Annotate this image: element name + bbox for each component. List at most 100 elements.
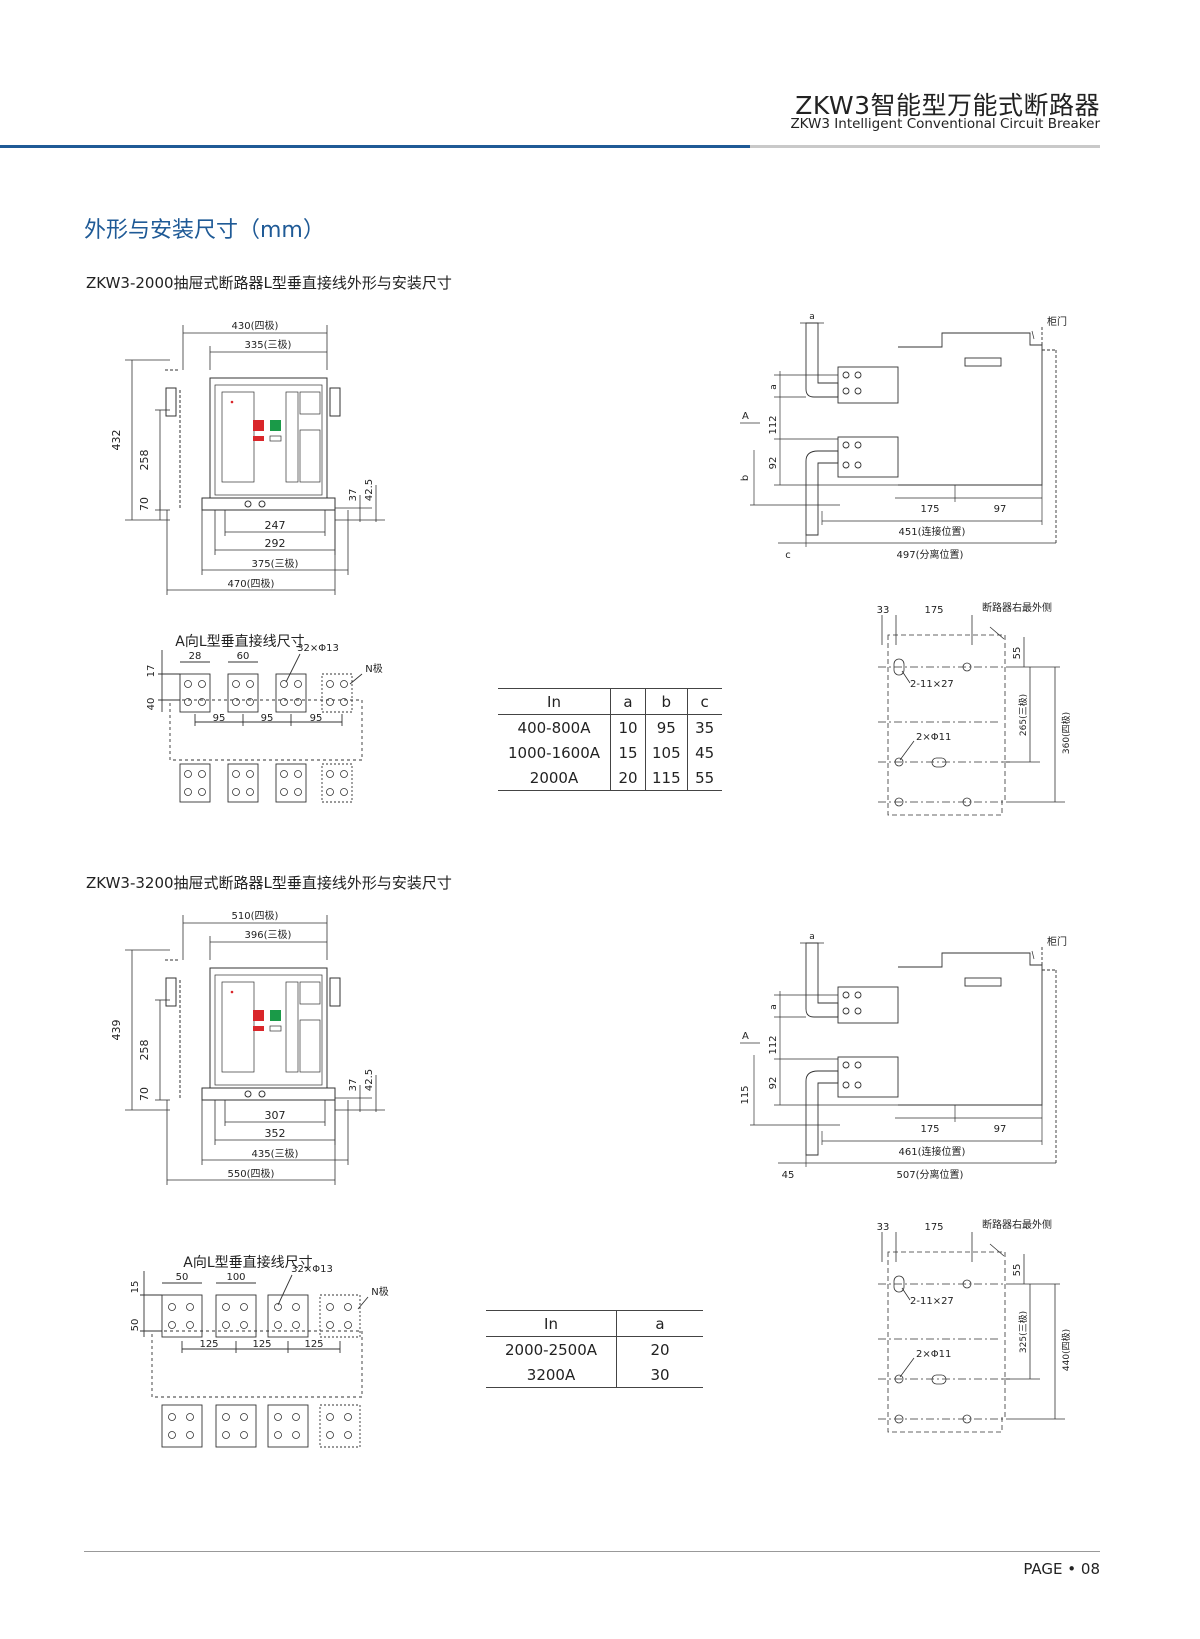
right-edge-label: 断路器右最外侧 <box>982 1218 1052 1231</box>
dim-42-5: 42.5 <box>364 1069 375 1091</box>
table-row: 400-800A 10 95 35 <box>498 714 722 740</box>
terminal-holes <box>168 1303 352 1439</box>
off-button-red-icon <box>253 420 264 431</box>
pitch-2: 125 <box>252 1339 271 1350</box>
on-button-green-icon <box>270 420 281 431</box>
col-a: a <box>610 688 646 715</box>
cell: 20 <box>610 765 646 791</box>
right-edge-label: 断路器右最外侧 <box>982 601 1052 614</box>
n-pole-label: N极 <box>371 1285 388 1298</box>
front-dimension-lines <box>125 915 385 1185</box>
dim-height-mid: 258 <box>138 450 151 471</box>
side-dim-c: 45 <box>782 1170 795 1181</box>
mount-dim-33: 33 <box>877 605 890 616</box>
slot-spec: 2-11×27 <box>910 1296 954 1307</box>
side-dim-112: 112 <box>768 1035 779 1054</box>
front-dimension-lines <box>125 325 385 595</box>
table-header-row: In a <box>486 1310 703 1337</box>
mount-dim-3pole: 325(三极) <box>1017 1311 1029 1353</box>
col-a: a <box>616 1310 703 1337</box>
front-outline <box>165 369 341 511</box>
dim-top-offset: 15 <box>130 1281 141 1294</box>
header-title-zh: ZKW3智能型万能式断路器 <box>795 91 1100 120</box>
dim-bottom-3pole: 375(三极) <box>252 557 299 570</box>
side-dim-a: a <box>809 932 815 942</box>
connect-position: 451(连接位置) <box>899 525 966 538</box>
side-dim-175: 175 <box>920 504 939 515</box>
status-blank-icon <box>269 435 282 442</box>
table-row: 3200A 30 <box>486 1362 703 1388</box>
pitch-1: 125 <box>199 1339 218 1350</box>
mount-dim-175: 175 <box>924 1222 943 1233</box>
separate-position: 507(分离位置) <box>897 1168 964 1181</box>
side-view-drawing: a 柜门 A a 112 92 b 175 97 451(连接位置) c 497… <box>740 312 1067 561</box>
dim-42-5: 42.5 <box>364 479 375 501</box>
header-title-en: ZKW3 Intelligent Conventional Circuit Br… <box>790 116 1100 132</box>
side-dim-a-vertical: a <box>769 1004 779 1010</box>
dim-width-4pole: 510(四极) <box>232 909 279 922</box>
terminal-view-drawing: A向L型垂直接线尺寸 15 50 100 32×Φ13 50 N极 125 12… <box>130 1254 389 1448</box>
terminal-view-title: A向L型垂直接线尺寸 <box>183 1254 312 1271</box>
direction-arrow-label: A <box>742 1031 749 1042</box>
header-rule-blue <box>0 145 750 148</box>
cell: 45 <box>695 743 715 762</box>
spec-table-3200: In a 2000-2500A 20 3200A 30 <box>486 1310 703 1388</box>
pitch-3: 95 <box>310 713 323 724</box>
side-dim-175: 175 <box>920 1124 939 1135</box>
status-red-icon <box>253 1026 264 1031</box>
dim-bar-height: 40 <box>146 698 157 711</box>
holes-spec: 32×Φ13 <box>291 1264 333 1275</box>
cell: 105 <box>645 740 688 765</box>
pitch-2: 95 <box>261 713 274 724</box>
dim-bar-spacing: 100 <box>226 1272 245 1283</box>
cell: 10 <box>610 714 646 740</box>
side-dim-97: 97 <box>994 504 1007 515</box>
dim-height-bottom: 70 <box>138 1087 151 1101</box>
cell: 30 <box>616 1362 703 1388</box>
hole-spec: 2×Φ11 <box>916 1349 951 1360</box>
cell: 2000A <box>498 765 611 791</box>
table-row: 2000-2500A 20 <box>486 1336 703 1362</box>
cabinet-door-label: 柜门 <box>1047 315 1067 328</box>
led-indicator-icon <box>230 400 234 404</box>
side-view-drawing: a 柜门 A a 112 92 115 175 97 461(连接位置) 45 … <box>740 932 1067 1181</box>
mounting-view-drawing: 33 175 断路器右最外侧 55 2-11×27 2×Φ11 325(三极) … <box>877 1218 1072 1433</box>
dim-width-3pole: 396(三极) <box>245 928 292 941</box>
dim-bottom-1: 247 <box>265 519 286 532</box>
mount-dim-4pole: 360(四极) <box>1060 712 1072 754</box>
mount-dim-55: 55 <box>1012 1264 1023 1277</box>
side-dim-a-vertical: a <box>769 384 779 390</box>
dim-height-mid: 258 <box>138 1040 151 1061</box>
drawing1-subtitle: ZKW3-2000抽屉式断路器L型垂直接线外形与安装尺寸 <box>86 274 452 292</box>
mount-outline <box>878 615 1065 816</box>
terminal-holes <box>184 680 348 796</box>
dim-bar-width: 28 <box>189 651 202 662</box>
on-button-green-icon <box>270 1010 281 1021</box>
terminal-view-title: A向L型垂直接线尺寸 <box>175 633 304 650</box>
dim-bar-height: 50 <box>130 1319 141 1332</box>
col-in: In <box>486 1310 617 1337</box>
cell: 15 <box>610 740 646 765</box>
off-button-red-icon <box>253 1010 264 1021</box>
side-dim-112: 112 <box>768 415 779 434</box>
table-row: 2000A 20 115 55 <box>498 765 722 791</box>
dim-top-offset: 17 <box>146 665 157 678</box>
terminal-view-drawing: A向L型垂直接线尺寸 17 28 60 32×Φ13 40 N极 95 95 9… <box>146 633 383 803</box>
holes-spec: 32×Φ13 <box>297 643 339 654</box>
dim-bar-spacing: 60 <box>237 651 250 662</box>
mount-dim-33: 33 <box>877 1222 890 1233</box>
drawing2-subtitle: ZKW3-3200抽屉式断路器L型垂直接线外形与安装尺寸 <box>86 874 452 892</box>
page-number: PAGE • 08 <box>1023 1560 1100 1578</box>
dim-bottom-2: 292 <box>265 537 286 550</box>
side-dim-97: 97 <box>994 1124 1007 1135</box>
footer-rule <box>84 1551 1100 1552</box>
dim-height-total: 439 <box>110 1020 123 1041</box>
col-b: b <box>645 688 688 715</box>
dim-37: 37 <box>348 1079 359 1092</box>
status-red-icon <box>253 436 264 441</box>
mount-outline <box>878 1232 1065 1433</box>
cell: 55 <box>687 765 722 791</box>
mounting-view-drawing: 33 175 断路器右最外侧 55 2-11×27 2×Φ11 265(三极) … <box>877 601 1072 816</box>
side-outline <box>805 942 1057 1163</box>
dim-bottom-3pole: 435(三极) <box>252 1147 299 1160</box>
